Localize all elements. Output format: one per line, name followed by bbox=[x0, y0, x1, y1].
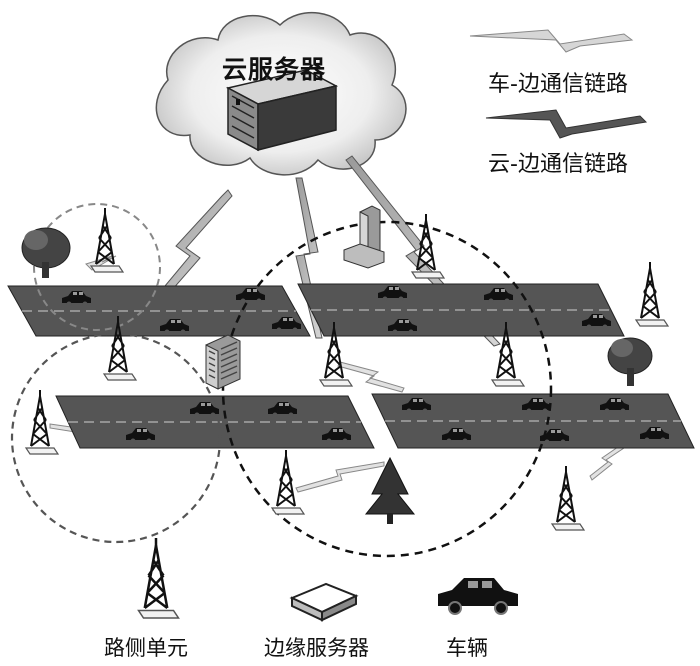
building-icon bbox=[205, 334, 241, 390]
legend-cloud-edge-line bbox=[485, 109, 648, 139]
legend-roadside-unit-label: 路侧单元 bbox=[104, 636, 188, 660]
legend-cloud-edge-label: 云-边通信链路 bbox=[488, 152, 628, 177]
tree-icon bbox=[607, 337, 653, 386]
roadside-unit-icon bbox=[635, 261, 669, 327]
legend-vehicle-edge-label: 车-边通信链路 bbox=[488, 72, 628, 97]
pine-tree-icon bbox=[364, 456, 416, 524]
legend-vehicle-icon bbox=[438, 578, 518, 615]
legend-vehicle-label: 车辆 bbox=[446, 636, 488, 660]
legend-roadside-unit-icon bbox=[137, 536, 180, 620]
cloud-server-icon bbox=[225, 69, 339, 152]
legend-vehicle-edge-line bbox=[469, 29, 634, 53]
cloud-server-title: 云服务器 bbox=[222, 55, 327, 84]
legend-edge-server-label: 边缘服务器 bbox=[264, 636, 369, 660]
roadside-unit-icon bbox=[90, 207, 124, 273]
roadside-unit-icon bbox=[25, 389, 59, 455]
coverage-circles bbox=[10, 203, 553, 558]
building-tower-icon bbox=[343, 205, 385, 269]
legend-edge-server-icon bbox=[289, 582, 359, 622]
tree-icon bbox=[21, 227, 71, 278]
roadside-unit-icon bbox=[271, 449, 305, 515]
roadside-unit-icon bbox=[551, 465, 585, 531]
